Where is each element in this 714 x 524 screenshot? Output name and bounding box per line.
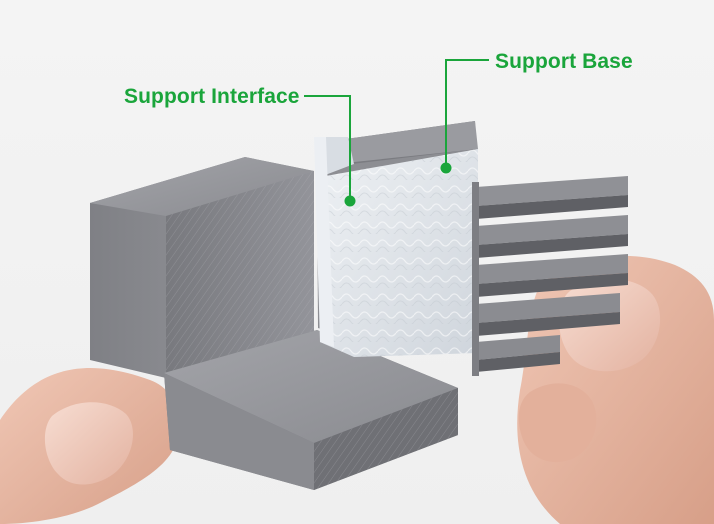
- support-interface-leader-line: [304, 95, 351, 200]
- support-base-dot: [440, 162, 452, 174]
- gray-support-base-layers: [472, 176, 628, 376]
- gray-3d-printed-part: [90, 157, 458, 490]
- callout-lines: [304, 59, 489, 207]
- support-interface-label: Support Interface: [124, 85, 300, 108]
- support-base-label: Support Base: [495, 50, 633, 73]
- support-interface-dot: [344, 195, 356, 207]
- left-hand: [0, 368, 179, 524]
- white-support-interface: [314, 121, 478, 357]
- support-base-leader-line: [445, 59, 489, 168]
